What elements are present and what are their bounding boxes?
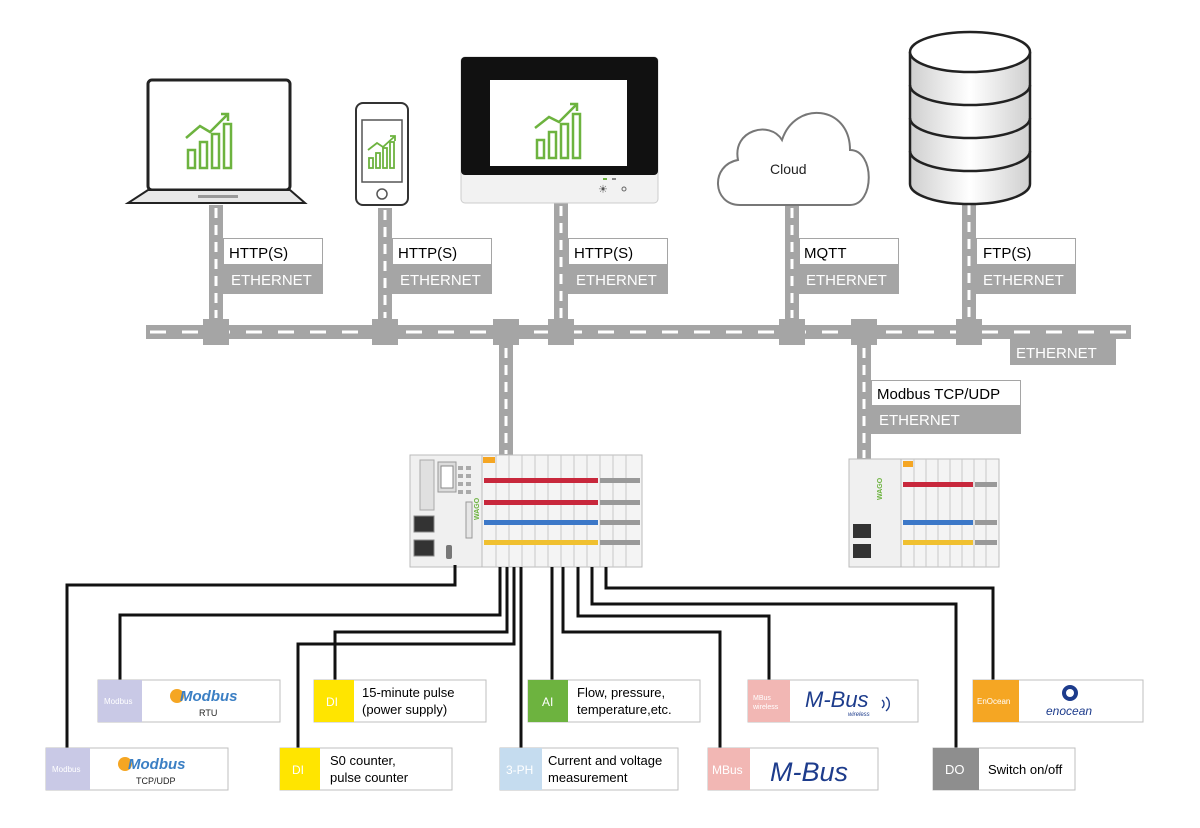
modbus-tcp-box: Modbus Modbus TCP/UDP — [45, 747, 229, 791]
modbus-logo: Modbus — [128, 756, 186, 773]
ethernet-bus — [146, 319, 1131, 345]
laptop-icon — [124, 78, 308, 204]
bus-ethernet-text: ETHERNET — [1016, 345, 1097, 362]
ai-tag: AI — [542, 695, 553, 709]
di-line2: (power supply) — [362, 702, 447, 717]
enocean-box: EnOcean enocean — [972, 679, 1144, 723]
modbus-rtu-box: Modbus Modbus RTU — [97, 679, 281, 723]
mbus-tag: MBus — [712, 763, 743, 777]
chart-icon — [534, 102, 582, 160]
do-tag: DO — [945, 762, 965, 777]
wago-logo: WAGO — [474, 497, 481, 520]
wago-logo: WAGO — [877, 477, 884, 500]
modbus-gear-icon — [170, 689, 184, 703]
do-line1: Switch on/off — [988, 762, 1063, 777]
modbus-sub: TCP/UDP — [136, 776, 176, 786]
medium-label: ETHERNET — [576, 272, 657, 289]
mbus-tag-wireless: wireless — [752, 704, 779, 711]
link-label-phone: HTTP(S) ETHERNET — [392, 238, 492, 294]
enocean-logo: enocean — [1046, 704, 1092, 718]
brightness-icon: ☀ — [598, 183, 608, 196]
link-label-cloud: MQTT ETHERNET — [799, 238, 899, 294]
mbus-logo-sub: wireless — [848, 712, 870, 718]
mbus-logo: M-Bus — [805, 687, 869, 712]
modbus-gear-icon — [118, 757, 132, 771]
protocol-label: HTTP(S) — [398, 245, 457, 262]
link-label-modbus-tcp: Modbus TCP/UDP ETHERNET — [871, 380, 1021, 434]
protocol-label: HTTP(S) — [229, 245, 288, 262]
three-ph-tag: 3-PH — [506, 763, 533, 777]
medium-label: ETHERNET — [879, 412, 960, 429]
protocol-label: MQTT — [804, 245, 847, 262]
mbus-box: MBus M-Bus — [707, 747, 879, 791]
mbus-logo: M-Bus — [770, 757, 848, 787]
bus-ethernet-label: ETHERNET — [1010, 339, 1116, 365]
medium-label: ETHERNET — [231, 272, 312, 289]
enocean-tag: EnOcean — [977, 697, 1010, 706]
di-line1: S0 counter, — [330, 753, 396, 768]
main-controller: WAGO — [409, 454, 643, 568]
di-15min-box: DI 15-minute pulse (power supply) — [313, 679, 487, 723]
three-ph-box: 3-PH Current and voltage measurement — [499, 747, 679, 791]
link-label-laptop: HTTP(S) ETHERNET — [223, 238, 323, 294]
ai-line2: temperature,etc. — [577, 702, 672, 717]
protocol-label: FTP(S) — [983, 245, 1031, 262]
mbus-tag: MBus — [753, 695, 771, 702]
touch-panel-icon: ☀ — [460, 56, 659, 204]
di-tag: DI — [292, 763, 304, 777]
di-s0-box: DI S0 counter, pulse counter — [279, 747, 453, 791]
remote-fieldbus-coupler: WAGO — [848, 458, 1000, 568]
chart-icon — [185, 112, 233, 170]
modbus-tag: Modbus — [104, 697, 132, 706]
link-label-database: FTP(S) ETHERNET — [976, 238, 1076, 294]
cloud-icon: Cloud — [717, 112, 870, 206]
chart-icon — [367, 135, 396, 169]
modbus-logo: Modbus — [180, 688, 238, 705]
mbus-wireless-box: MBus wireless M-Bus wireless — [747, 679, 919, 723]
wireless-icon — [881, 696, 890, 712]
medium-label: ETHERNET — [983, 272, 1064, 289]
three-ph-line1: Current and voltage — [548, 753, 662, 768]
terminal-rows — [484, 478, 640, 545]
protocol-label: HTTP(S) — [574, 245, 633, 262]
medium-label: ETHERNET — [400, 272, 481, 289]
protocol-label: Modbus TCP/UDP — [877, 386, 1000, 403]
smartphone-icon — [355, 102, 409, 206]
ai-box: AI Flow, pressure, temperature,etc. — [527, 679, 701, 723]
di-line1: 15-minute pulse — [362, 685, 455, 700]
modbus-tag: Modbus — [52, 765, 80, 774]
database-icon — [908, 30, 1032, 206]
medium-label: ETHERNET — [806, 272, 887, 289]
field-wiring — [65, 565, 995, 748]
cloud-label: Cloud — [770, 161, 807, 177]
ai-line1: Flow, pressure, — [577, 685, 665, 700]
di-tag: DI — [326, 695, 338, 709]
di-line2: pulse counter — [330, 770, 409, 785]
link-label-panel: HTTP(S) ETHERNET — [568, 238, 668, 294]
drop-line-dashes — [214, 205, 971, 458]
modbus-sub: RTU — [199, 708, 217, 718]
three-ph-line2: measurement — [548, 770, 628, 785]
io-module-slices — [495, 455, 627, 567]
do-box: DO Switch on/off — [932, 747, 1076, 791]
